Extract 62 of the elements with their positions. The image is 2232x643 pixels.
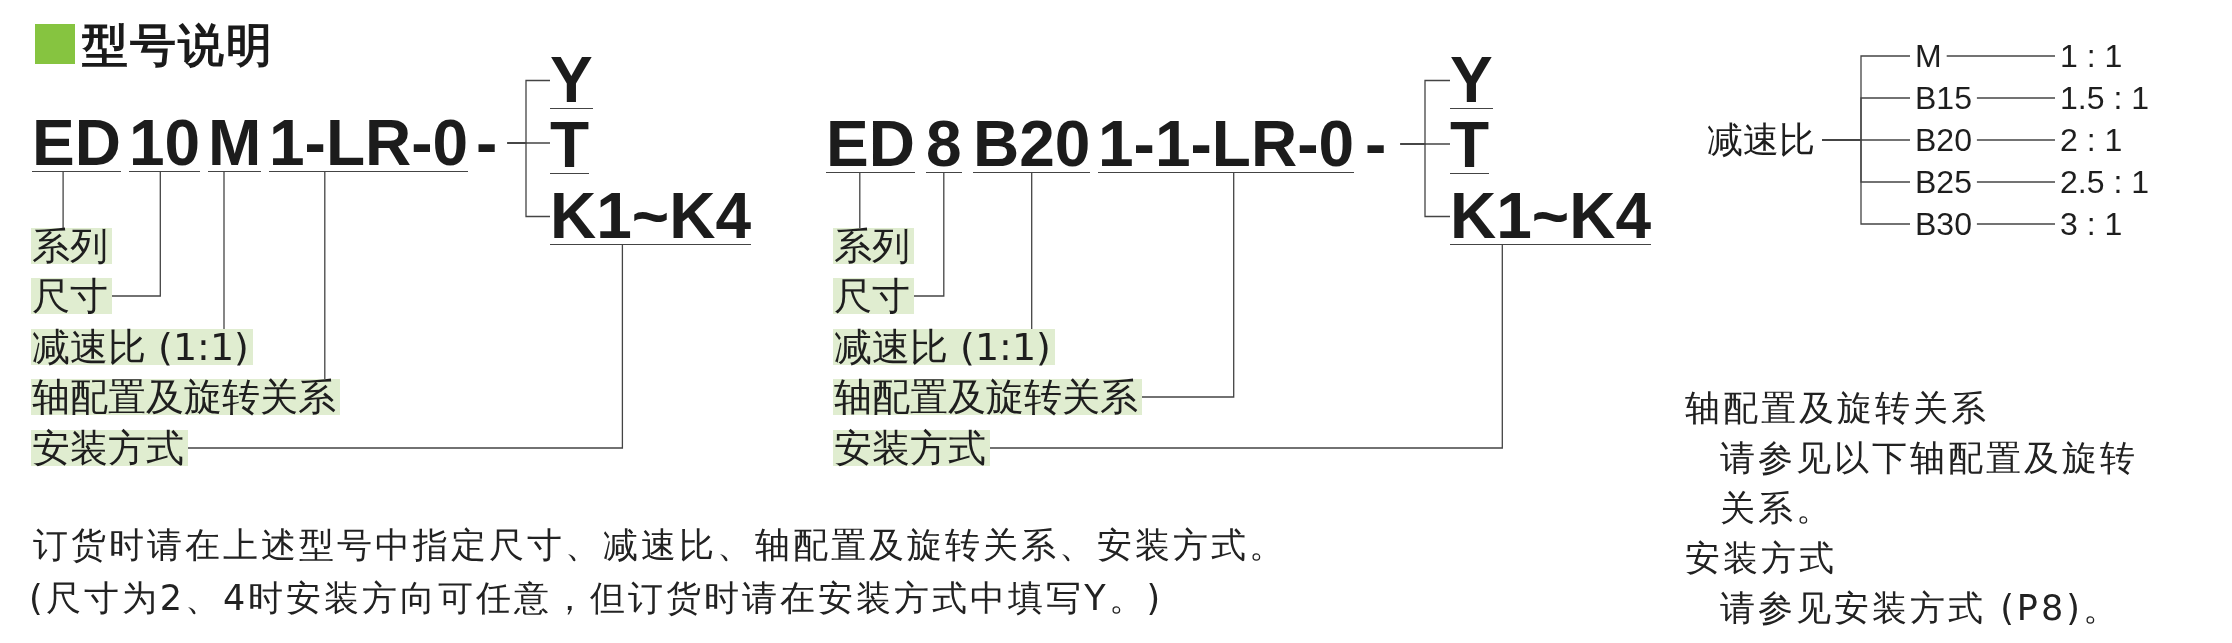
code-dash: - <box>1365 116 1401 172</box>
note-text: 请参见安装方式 (P8)。 <box>1720 587 2121 630</box>
field-label: 轴配置及旋转关系 <box>833 379 1142 415</box>
note-text: 订货时请在上述型号中指定尺寸、减速比、轴配置及旋转关系、安装方式。 <box>33 524 1287 567</box>
leader-line <box>859 172 861 229</box>
field-label: 尺寸 <box>833 278 914 314</box>
ratio-value: 2 : 1 <box>2055 122 2128 158</box>
leader-line <box>223 171 225 330</box>
option-code: T <box>1450 117 1490 174</box>
note-text: 请参见以下轴配置及旋转关系。 <box>1720 437 2139 530</box>
connector-line <box>1976 139 2056 141</box>
note-heading: 轴配置及旋转关系 <box>1685 387 1989 430</box>
leader-line <box>62 171 64 229</box>
connector-line <box>1946 55 2056 57</box>
note-text: (尺寸为2、4时安装方向可任意，但订货时请在安装方式中填写Y。) <box>29 577 1164 620</box>
connector-line <box>1976 97 2056 99</box>
ratio-code: B15 <box>1910 80 1977 116</box>
ratio-code: M <box>1910 38 1947 74</box>
code-segment: ED <box>32 115 121 172</box>
ratio-code: B20 <box>1910 122 1977 158</box>
connector-line <box>1976 223 2056 225</box>
ratio-code: B25 <box>1910 164 1977 200</box>
leader-line <box>187 244 624 449</box>
code-segment: 1-1-LR-0 <box>1098 116 1355 173</box>
option-code: T <box>550 117 590 174</box>
field-label: 安装方式 <box>31 430 188 466</box>
bracket-line <box>506 142 551 218</box>
bracket-line <box>1399 143 1451 218</box>
ratio-value: 3 : 1 <box>2055 206 2128 242</box>
option-code: K1~K4 <box>1450 188 1651 245</box>
code-segment: ED <box>826 116 915 173</box>
ratio-value: 1 : 1 <box>2055 38 2128 74</box>
category-label: 减速比 <box>1707 120 1822 160</box>
ratio-code: B30 <box>1910 206 1977 242</box>
option-code: K1~K4 <box>550 188 751 245</box>
leader-line <box>1141 172 1235 398</box>
leader-line <box>1031 172 1033 330</box>
code-segment: 8 <box>926 116 962 173</box>
branch-line <box>1821 139 1911 225</box>
connector-line <box>1976 181 2056 183</box>
code-segment: B20 <box>973 116 1091 173</box>
section-title: 型号说明 <box>82 20 274 70</box>
field-label: 系列 <box>833 228 914 264</box>
field-label: 安装方式 <box>833 430 990 466</box>
leader-line <box>324 171 326 380</box>
note-heading: 安装方式 <box>1685 537 1837 580</box>
field-label: 轴配置及旋转关系 <box>31 379 340 415</box>
code-segment: 1-LR-0 <box>269 115 469 172</box>
field-label: 减速比 (1:1) <box>31 329 253 365</box>
code-dash: - <box>476 115 508 171</box>
code-segment: M <box>208 115 262 172</box>
field-label: 系列 <box>31 228 112 264</box>
ratio-value: 2.5 : 1 <box>2055 164 2154 200</box>
leader-line <box>111 171 161 297</box>
field-label: 尺寸 <box>31 278 112 314</box>
leader-line <box>989 244 1503 449</box>
option-code: Y <box>1450 52 1493 109</box>
ratio-value: 1.5 : 1 <box>2055 80 2154 116</box>
option-code: Y <box>550 52 593 109</box>
leader-line <box>913 172 945 297</box>
field-label: 减速比 (1:1) <box>833 329 1055 365</box>
code-segment: 10 <box>129 115 201 172</box>
